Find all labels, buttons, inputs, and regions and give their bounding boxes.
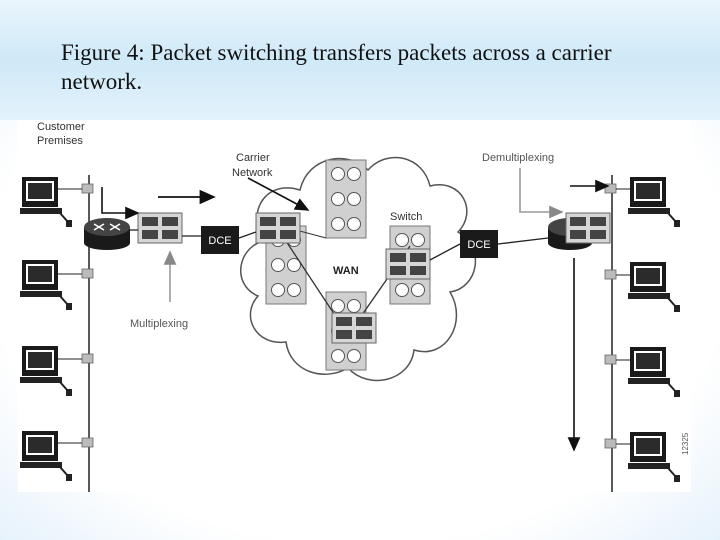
customer-premises-label-1: Customer — [37, 121, 85, 133]
caption-line-2: network. — [61, 69, 143, 94]
port-icon — [604, 269, 617, 280]
port-icon — [81, 183, 94, 194]
multiplexer-icon — [565, 212, 611, 244]
dce-right-label: DCE — [467, 239, 490, 251]
port-icon — [81, 353, 94, 364]
figure-code-label: 12325 — [681, 432, 690, 455]
multiplexer-icon — [331, 312, 377, 344]
router-icon — [84, 218, 130, 250]
carrier-network-label-2: Network — [232, 167, 273, 179]
computer-icon — [627, 261, 681, 313]
network-diagram: DCE DCE Customer Premises Carrier Networ… — [18, 120, 691, 492]
computer-icon — [19, 345, 73, 397]
port-icon — [81, 268, 94, 279]
title-band — [0, 0, 720, 120]
demultiplexing-label: Demultiplexing — [482, 152, 554, 164]
computer-icon — [19, 259, 73, 311]
carrier-network-label-1: Carrier — [236, 152, 270, 164]
wan-label: WAN — [333, 265, 359, 277]
multiplexer-icon — [255, 212, 301, 244]
packet-switch-icon — [325, 159, 367, 239]
carrier-network-arrow — [247, 177, 310, 211]
computer-icon — [627, 176, 681, 228]
dce-box-icon: DCE — [460, 230, 498, 258]
port-icon — [604, 354, 617, 365]
multiplexer-icon — [385, 248, 431, 280]
port-icon — [81, 437, 94, 448]
port-icon — [604, 438, 617, 449]
diagram-svg: DCE DCE Customer Premises Carrier Networ… — [19, 121, 690, 492]
dce-box-icon: DCE — [201, 226, 239, 254]
computer-icon — [627, 346, 681, 398]
demultiplexing-arrow — [519, 168, 564, 219]
customer-premises-label-2: Premises — [37, 135, 83, 147]
switch-label: Switch — [390, 211, 422, 223]
computer-icon — [627, 431, 681, 483]
figure-caption: Figure 4: Packet switching transfers pac… — [61, 38, 681, 96]
computer-icon — [19, 176, 73, 228]
multiplexer-icon — [137, 212, 183, 244]
computer-icon — [19, 430, 73, 482]
dce-left-label: DCE — [208, 235, 231, 247]
multiplexing-label: Multiplexing — [130, 318, 188, 330]
caption-line-1: Figure 4: Packet switching transfers pac… — [61, 40, 612, 65]
inbound-arrow — [101, 187, 140, 220]
